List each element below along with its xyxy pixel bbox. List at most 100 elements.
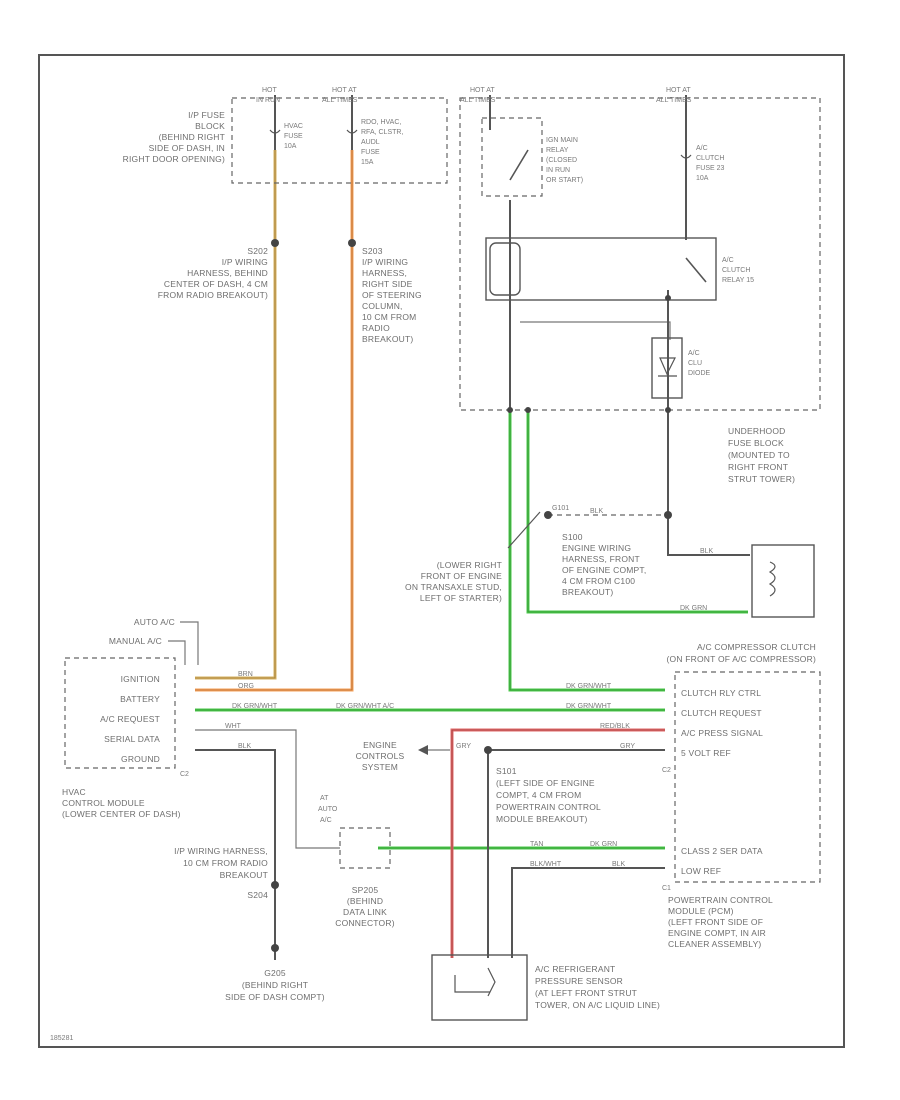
arrow-engine-controls xyxy=(418,745,428,755)
hvac-pin-labels: IGNITION BATTERY A/C REQUEST SERIAL DATA… xyxy=(100,674,160,764)
svg-text:FUSE BLOCK: FUSE BLOCK xyxy=(728,438,784,448)
svg-text:4 CM FROM C100: 4 CM FROM C100 xyxy=(562,576,635,586)
svg-text:AUDL: AUDL xyxy=(361,139,380,146)
svg-text:A/C REFRIGERANT: A/C REFRIGERANT xyxy=(535,964,615,974)
svg-text:FUSE: FUSE xyxy=(284,133,303,140)
svg-text:BLK: BLK xyxy=(238,743,252,750)
s202-label: S202 I/P WIRING HARNESS, BEHIND CENTER O… xyxy=(158,246,268,300)
svg-text:HARNESS, FRONT: HARNESS, FRONT xyxy=(562,554,640,564)
sensor-label: A/C REFRIGERANT PRESSURE SENSOR (AT LEFT… xyxy=(535,964,660,1010)
svg-text:ENGINE WIRING: ENGINE WIRING xyxy=(562,543,631,553)
clutch-fuse-label: A/C CLUTCH FUSE 23 10A xyxy=(696,145,725,182)
svg-text:HOT AT: HOT AT xyxy=(332,87,357,94)
ip-fuse-block-label: I/P FUSE BLOCK (BEHIND RIGHT SIDE OF DAS… xyxy=(123,110,225,164)
svg-text:(LOWER CENTER OF DASH): (LOWER CENTER OF DASH) xyxy=(62,809,181,819)
footer-code: 185281 xyxy=(50,1035,73,1042)
svg-text:(ON FRONT OF A/C COMPRESSOR): (ON FRONT OF A/C COMPRESSOR) xyxy=(667,654,816,664)
svg-text:I/P WIRING: I/P WIRING xyxy=(222,257,268,267)
svg-text:CONNECTOR): CONNECTOR) xyxy=(335,918,394,928)
svg-text:RELAY 15: RELAY 15 xyxy=(722,277,754,284)
svg-text:SIDE OF DASH COMPT): SIDE OF DASH COMPT) xyxy=(225,992,325,1002)
svg-text:I/P WIRING HARNESS,: I/P WIRING HARNESS, xyxy=(174,846,268,856)
pcm-connector-c2: C2 xyxy=(662,767,671,774)
hvac-module-box xyxy=(64,657,176,769)
svg-text:BLK: BLK xyxy=(612,861,626,868)
svg-text:BREAKOUT): BREAKOUT) xyxy=(362,334,413,344)
svg-text:(LEFT FRONT SIDE OF: (LEFT FRONT SIDE OF xyxy=(668,917,763,927)
wire-clutch-feed xyxy=(667,290,750,556)
clutch-relay-switch xyxy=(685,257,707,283)
svg-text:I/P WIRING: I/P WIRING xyxy=(362,257,408,267)
fuse-symbols xyxy=(269,129,692,159)
svg-text:(CLOSED: (CLOSED xyxy=(546,157,577,164)
svg-text:CLUTCH RLY CTRL: CLUTCH RLY CTRL xyxy=(681,688,761,698)
compressor-clutch-box xyxy=(751,544,815,618)
svg-text:(BEHIND RIGHT: (BEHIND RIGHT xyxy=(159,132,225,142)
svg-text:A/C REQUEST: A/C REQUEST xyxy=(100,714,160,724)
hvac-connector-label: C2 xyxy=(180,771,189,778)
svg-text:SERIAL DATA: SERIAL DATA xyxy=(104,734,160,744)
diode-label: A/C CLU DIODE xyxy=(688,350,711,377)
underhood-label: UNDERHOOD FUSE BLOCK (MOUNTED TO RIGHT F… xyxy=(728,426,795,484)
svg-text:HOT AT: HOT AT xyxy=(666,87,691,94)
clutch-relay-box xyxy=(485,237,717,301)
wire-green-clutch-relay xyxy=(508,410,665,692)
s203-label: S203 I/P WIRING HARNESS, RIGHT SIDE OF S… xyxy=(362,246,422,344)
sensor-box xyxy=(431,954,528,1021)
svg-text:DK GRN/WHT: DK GRN/WHT xyxy=(566,683,612,690)
svg-text:DK GRN: DK GRN xyxy=(680,605,707,612)
svg-text:ORG: ORG xyxy=(238,683,254,690)
svg-text:ALL TIMES: ALL TIMES xyxy=(322,97,358,104)
svg-text:SIDE OF DASH, IN: SIDE OF DASH, IN xyxy=(149,143,225,153)
svg-text:BLK/WHT: BLK/WHT xyxy=(530,861,562,868)
svg-text:A/C COMPRESSOR CLUTCH: A/C COMPRESSOR CLUTCH xyxy=(697,642,816,652)
hot-label-in-run: HOT IN RUN xyxy=(256,87,280,104)
svg-text:DK GRN/WHT A/C: DK GRN/WHT A/C xyxy=(336,703,394,710)
svg-text:OF ENGINE COMPT,: OF ENGINE COMPT, xyxy=(562,565,646,575)
clutch-coil-symbol xyxy=(768,561,776,597)
engine-controls-label: ENGINE CONTROLS SYSTEM xyxy=(356,740,405,772)
svg-text:HOT: HOT xyxy=(262,87,278,94)
hot-label-all-times-1: HOT AT ALL TIMES xyxy=(322,87,358,104)
svg-text:S101: S101 xyxy=(496,766,517,776)
svg-text:BLK: BLK xyxy=(590,508,604,515)
svg-text:HVAC: HVAC xyxy=(284,123,303,130)
svg-text:WHT: WHT xyxy=(225,723,242,730)
diode-box xyxy=(651,337,683,399)
svg-text:10A: 10A xyxy=(696,175,709,182)
svg-text:10A: 10A xyxy=(284,143,297,150)
svg-text:TAN: TAN xyxy=(530,841,543,848)
svg-text:IGNITION: IGNITION xyxy=(121,674,160,684)
svg-text:TOWER, ON A/C LIQUID LINE): TOWER, ON A/C LIQUID LINE) xyxy=(535,1000,660,1010)
svg-text:CONTROL MODULE: CONTROL MODULE xyxy=(62,798,145,808)
svg-text:HOT AT: HOT AT xyxy=(470,87,495,94)
svg-text:AT: AT xyxy=(320,795,329,802)
hvac-fuse-label: HVAC FUSE 10A xyxy=(284,123,303,150)
svg-text:DK GRN/WHT: DK GRN/WHT xyxy=(232,703,278,710)
svg-text:POWERTRAIN CONTROL: POWERTRAIN CONTROL xyxy=(668,895,773,905)
svg-text:ENGINE COMPT, IN AIR: ENGINE COMPT, IN AIR xyxy=(668,928,766,938)
svg-text:MODULE (PCM): MODULE (PCM) xyxy=(668,906,734,916)
pcm-connector-c1: C1 xyxy=(662,885,671,892)
relay-coil-symbol xyxy=(489,242,521,296)
svg-text:CLEANER ASSEMBLY): CLEANER ASSEMBLY) xyxy=(668,939,761,949)
pcm-module-label: POWERTRAIN CONTROL MODULE (PCM) (LEFT FR… xyxy=(668,895,773,949)
svg-text:BLK: BLK xyxy=(700,548,714,555)
s100-label: S100 ENGINE WIRING HARNESS, FRONT OF ENG… xyxy=(562,532,646,597)
svg-text:ALL TIMES: ALL TIMES xyxy=(656,97,692,104)
svg-text:A/C: A/C xyxy=(688,350,700,357)
svg-text:HVAC: HVAC xyxy=(62,787,86,797)
svg-text:GROUND: GROUND xyxy=(121,754,160,764)
svg-text:FUSE 23: FUSE 23 xyxy=(696,165,725,172)
svg-text:10 CM FROM: 10 CM FROM xyxy=(362,312,416,322)
svg-text:IN RUN: IN RUN xyxy=(546,167,570,174)
svg-text:A/C: A/C xyxy=(696,145,708,152)
svg-text:(AT LEFT FRONT STRUT: (AT LEFT FRONT STRUT xyxy=(535,988,637,998)
svg-text:HARNESS, BEHIND: HARNESS, BEHIND xyxy=(187,268,268,278)
svg-text:FROM RADIO BREAKOUT): FROM RADIO BREAKOUT) xyxy=(158,290,268,300)
svg-text:RDO, HVAC,: RDO, HVAC, xyxy=(361,119,401,126)
svg-text:BLOCK: BLOCK xyxy=(195,121,225,131)
g101-label: G101 xyxy=(552,505,569,512)
svg-text:15A: 15A xyxy=(361,159,374,166)
